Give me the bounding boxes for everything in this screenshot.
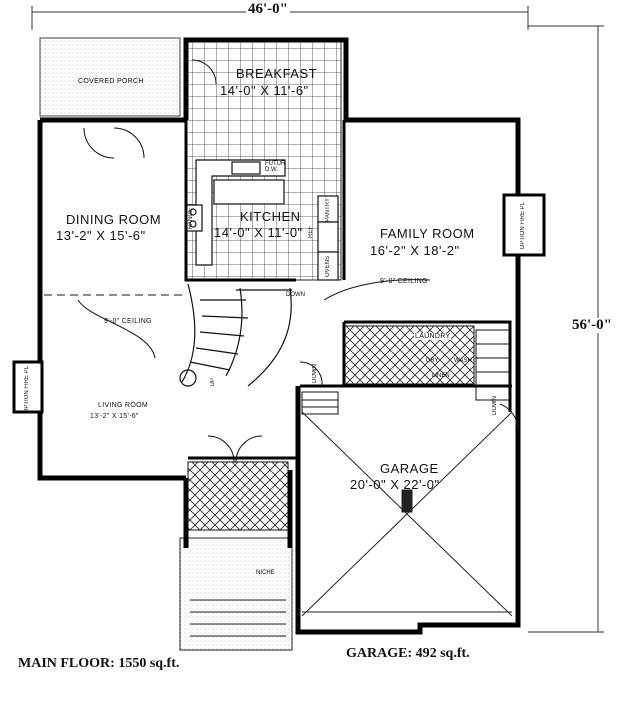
overall-depth-label: 56'-0" xyxy=(570,317,614,333)
side-down-note: DOWN xyxy=(492,396,498,415)
covered-porch-area xyxy=(39,37,181,117)
living-room-name: LIVING ROOM xyxy=(98,402,148,409)
laundry-name: LAUNDRY xyxy=(414,333,452,340)
dining-room-name: DINING ROOM xyxy=(66,212,162,227)
garage-area: GARAGE: 492 sq.ft. xyxy=(346,646,470,661)
pantry-note: PANTRY xyxy=(325,198,331,222)
dining-room-size: 13'-2" X 15'-6" xyxy=(56,228,146,243)
garage-down-note: DOWN xyxy=(312,364,318,383)
linen-note: LINEN xyxy=(432,373,450,379)
dryer-note: DRY xyxy=(426,358,439,364)
main-floor-area: MAIN FLOOR: 1550 sq.ft. xyxy=(18,656,180,671)
fireplace-bumps xyxy=(12,193,546,414)
front-steps xyxy=(179,537,293,651)
doors xyxy=(83,59,323,463)
family-ceiling-note: 9'-0" CEILING xyxy=(380,278,428,285)
garage-size: 20'-0" X 22'-0" xyxy=(350,477,440,492)
breakfast-size: 14'-0" X 11'-6" xyxy=(220,83,309,98)
laundry-hatch xyxy=(343,325,475,385)
stair-down-note: DOWN xyxy=(286,292,305,298)
exterior-walls xyxy=(37,37,521,635)
dining-ceiling-note: 9'-0" CEILING xyxy=(104,318,152,325)
niche-note: NICHE xyxy=(256,570,275,576)
garage-steps xyxy=(301,329,511,415)
left-fireplace-note: OPTION FIRE PL xyxy=(24,366,30,414)
dishwasher-note: FUTUR D.W. xyxy=(265,161,286,173)
ceiling-arrows xyxy=(77,279,431,359)
kitchen-size: 14'-0" X 11'-0" xyxy=(214,225,303,240)
garage-name: GARAGE xyxy=(380,461,439,476)
stair-up-note: UP xyxy=(210,378,216,387)
covered-porch-label: COVERED PORCH xyxy=(78,78,144,85)
breakfast-name: BREAKFAST xyxy=(236,66,318,81)
right-fireplace-note: OPTION FIRE PL xyxy=(520,202,526,250)
garage-markings xyxy=(301,403,519,617)
foyer-hatch xyxy=(187,461,289,531)
kitchen-name: KITCHEN xyxy=(240,209,301,224)
range-note: RANGE xyxy=(188,208,194,230)
family-room-name: FAMILY ROOM xyxy=(380,226,475,241)
ovens-note: OVENS xyxy=(325,256,331,278)
overall-width-label: 46'-0" xyxy=(246,1,290,17)
family-room-size: 16'-2" X 18'-2" xyxy=(370,243,460,258)
washer-note: WASH xyxy=(454,358,472,364)
curved-staircase xyxy=(179,283,292,387)
living-room-size: 13'-2" X 15'-6" xyxy=(90,413,139,420)
refrigerator-note: REF xyxy=(308,226,314,238)
kitchen-counters xyxy=(185,159,339,281)
